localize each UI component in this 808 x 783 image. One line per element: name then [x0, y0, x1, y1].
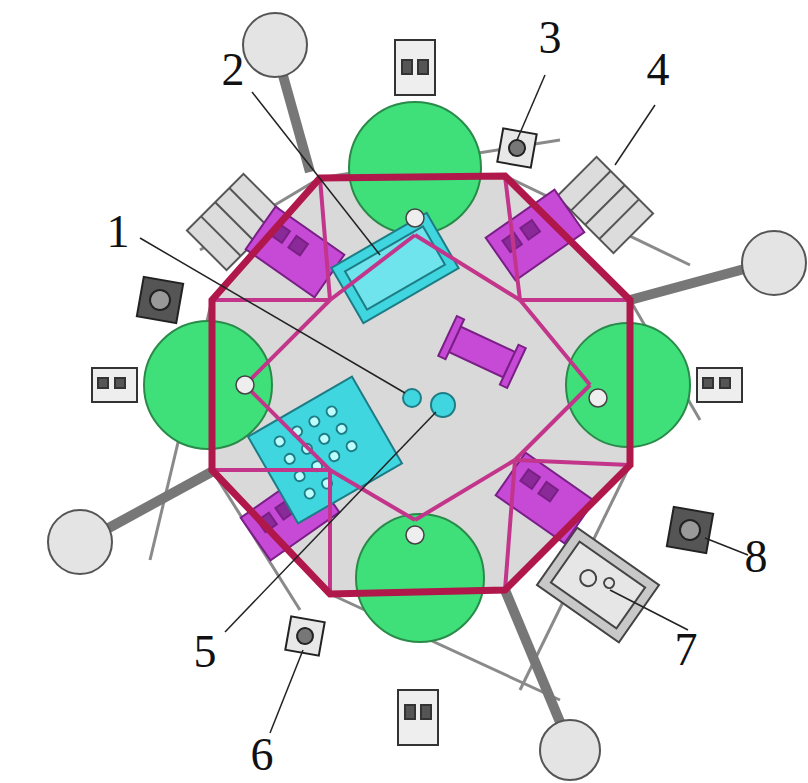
- callout-number: 1: [107, 209, 130, 255]
- callout-number: 3: [539, 15, 562, 61]
- callout-number: 6: [251, 732, 274, 778]
- callout-number: 4: [647, 47, 670, 93]
- callout-number: 2: [222, 47, 245, 93]
- callout-number: 8: [745, 534, 768, 580]
- callout-number: 5: [194, 629, 217, 675]
- callout-number: 7: [675, 627, 698, 673]
